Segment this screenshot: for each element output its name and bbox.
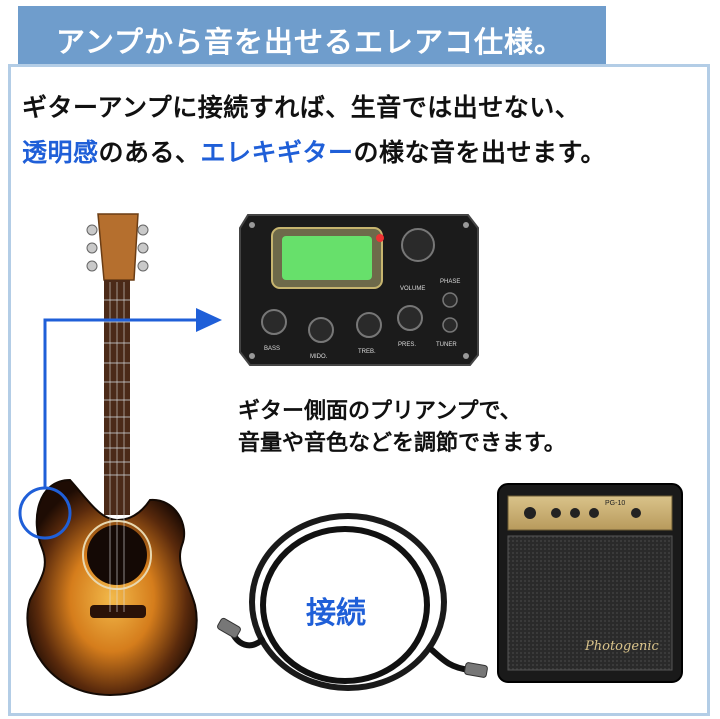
content-frame: [8, 64, 710, 716]
highlight-transparency: 透明感: [22, 138, 99, 167]
amp-model-label: PG-10: [605, 500, 625, 507]
amp-brand-logo: Photogenic: [584, 639, 660, 654]
preamp-caption-line-1: ギター側面のプリアンプで、: [238, 399, 522, 424]
knob-label-bass: BASS: [264, 346, 280, 352]
highlight-electric-guitar: エレキギター: [200, 138, 354, 167]
preamp-panel-image: BASS MIDO. TREB. PRES. VOLUME PHASE TUNE…: [233, 205, 483, 370]
knob-label-phase: PHASE: [440, 279, 460, 285]
pointer-arrowhead: [196, 308, 222, 332]
knob-label-volume: VOLUME: [400, 286, 425, 292]
knob-label-tuner: TUNER: [436, 342, 457, 348]
intro-line-2-mid: のある、: [98, 138, 201, 167]
pointer-arrow-line: [43, 318, 200, 488]
knob-label-pres: PRES.: [398, 342, 416, 348]
knob-label-mido: MIDO.: [310, 354, 328, 360]
guitar-amplifier-image: PG-10 Photogenic: [497, 483, 683, 683]
intro-line-1: ギターアンプに接続すれば、生音では出せない、: [22, 93, 581, 122]
acoustic-guitar-image: [26, 213, 198, 697]
header-banner: アンプから音を出せるエレアコ仕様。: [18, 6, 606, 64]
connect-label: 接続: [306, 596, 366, 631]
guitar-cable-image: [217, 513, 488, 691]
preamp-caption-line-2: 音量や音色などを調節できます。: [238, 431, 566, 456]
header-title: アンプから音を出せるエレアコ仕様。: [56, 25, 564, 59]
knob-label-treb: TREB.: [358, 349, 376, 355]
intro-line-2-end: の様な音を出せます。: [353, 138, 607, 167]
intro-line-2: 透明感のある、エレキギターの様な音を出せます。: [22, 133, 606, 169]
